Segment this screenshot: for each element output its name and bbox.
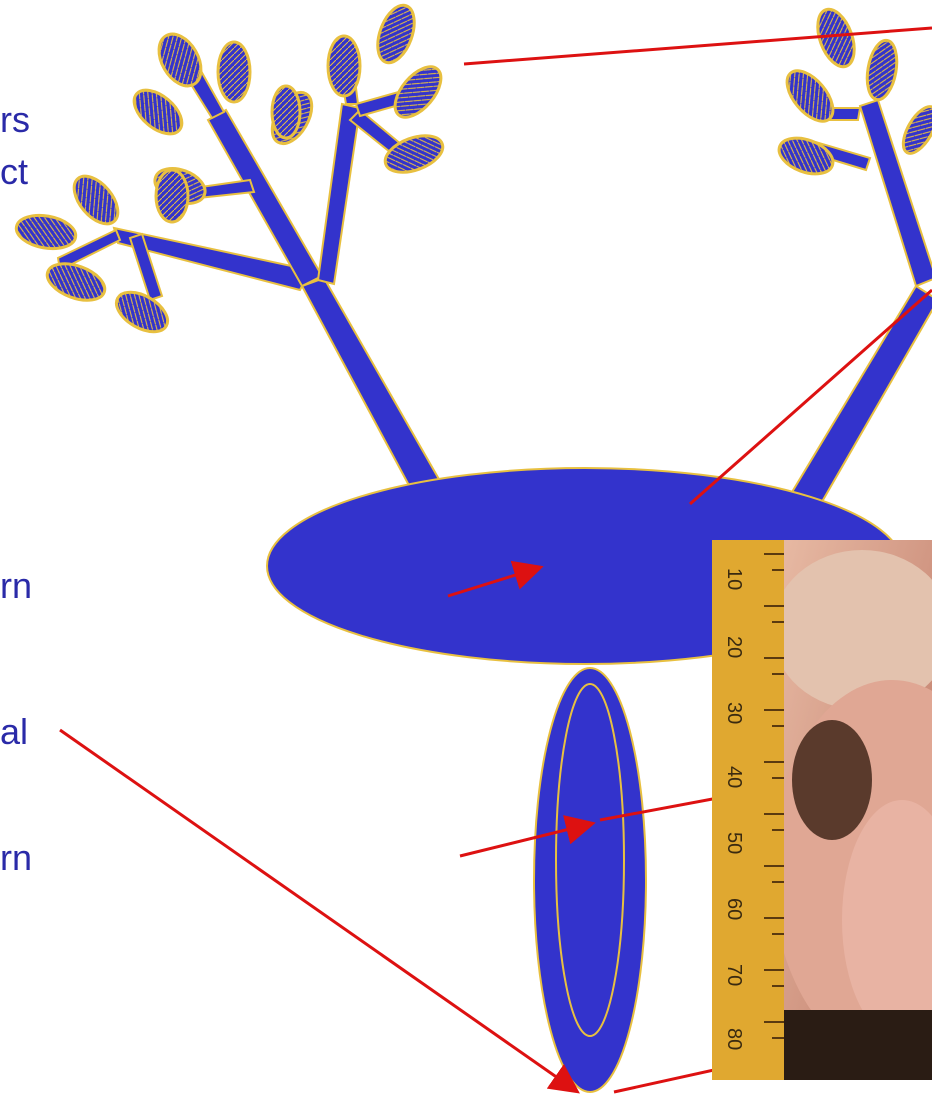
label-teat-canal: al bbox=[0, 712, 28, 752]
ruler-tick-label: 20 bbox=[723, 636, 745, 658]
ruler-tick-label: 30 bbox=[723, 702, 745, 724]
left-branch-c bbox=[318, 104, 360, 284]
alveolus bbox=[110, 284, 174, 340]
alveolus bbox=[156, 170, 188, 222]
ruler-tick-label: 10 bbox=[723, 568, 745, 590]
alveolus bbox=[66, 168, 127, 231]
alveolus bbox=[218, 42, 250, 102]
label-gland-cistern: rn bbox=[0, 566, 32, 606]
alveolus bbox=[14, 211, 79, 253]
left-duct-tree bbox=[58, 56, 460, 532]
teat bbox=[534, 668, 646, 1092]
arrow-alveoli-left bbox=[464, 28, 932, 64]
ruler-tick-label: 50 bbox=[723, 832, 745, 854]
alveolus bbox=[328, 36, 360, 96]
ruler-tick-label: 70 bbox=[723, 964, 745, 986]
alveolus bbox=[897, 101, 932, 158]
alveolus bbox=[272, 86, 300, 138]
alveolus bbox=[42, 257, 109, 308]
ruler-tick-label: 80 bbox=[723, 1028, 745, 1050]
alveolus bbox=[863, 38, 901, 102]
ruler-tick-label: 40 bbox=[723, 766, 745, 788]
arrow-teat-canal bbox=[60, 730, 575, 1090]
left-alveoli bbox=[14, 0, 450, 340]
ruler-tick-label: 60 bbox=[723, 898, 745, 920]
alveolus bbox=[774, 131, 838, 180]
label-ducts: ct bbox=[0, 152, 28, 192]
alveolus bbox=[126, 82, 189, 143]
label-alveoli: rs bbox=[0, 100, 30, 140]
label-teat-cistern: rn bbox=[0, 838, 32, 878]
alveolus bbox=[371, 0, 422, 67]
teat-photo: 10 20 30 40 50 60 70 80 bbox=[712, 540, 932, 1080]
